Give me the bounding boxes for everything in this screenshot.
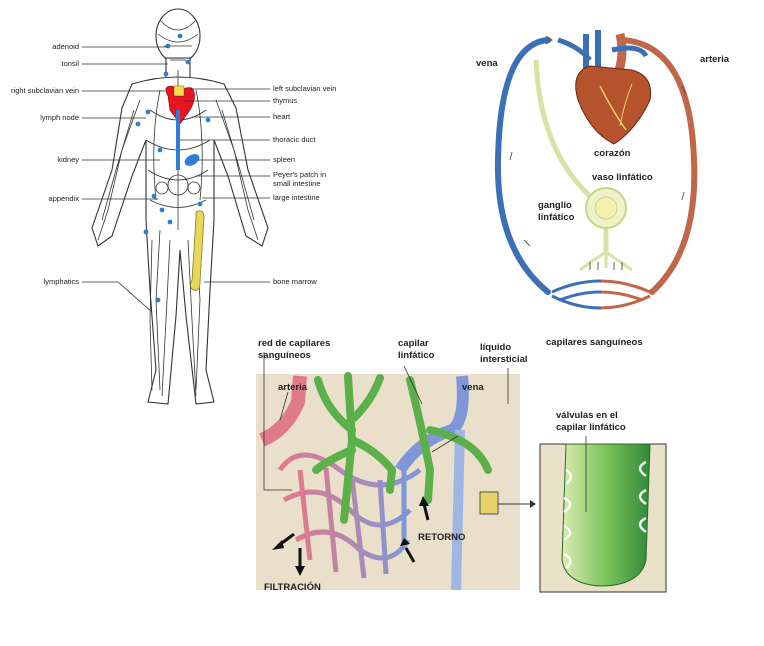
valve-flaps [563,460,647,569]
capillary-leader-lines [263,352,509,491]
label-filtracion: FILTRACIÓN [264,581,321,593]
lymph-vessel-network [97,19,259,397]
lymph-capillary-tree [312,372,492,524]
label-lymph-node: lymph node [40,113,79,122]
label-linfatico: linfático [538,212,575,223]
label-capilar-1: capilar [398,338,429,349]
bone-marrow [190,210,205,291]
absorption-arrows [589,262,623,270]
label-liquido-1: líquido [480,342,511,353]
inset-arrow [530,500,536,508]
label-large-intestine: large intestine [273,193,320,202]
thymus-organ [173,85,185,97]
capillary-bed [551,279,651,310]
vein-loop [494,37,551,295]
label-lymphatics: lymphatics [44,277,80,286]
body-leader-lines [82,46,270,313]
circulation-diagram: vena arteria corazón vaso linfático gang… [476,30,730,348]
body-labels-left: adenoid tonsil right subclavian vein lym… [11,42,79,286]
vein-vessel [395,375,469,474]
label-bone-marrow: bone marrow [273,277,317,286]
artery-vessel [259,375,307,447]
valve-inset: válvulas en el capilar linfático [539,410,667,593]
label-valvulas-2: capilar linfático [556,422,626,433]
label-thoracic-duct: thoracic duct [273,135,316,144]
arrow-heads [272,496,429,576]
label-peyers-patch: Peyer's patch in [273,170,326,179]
label-vaso-linfatico: vaso linfático [592,172,653,183]
lymph-capillaries [579,250,633,272]
label-heart: heart [273,112,291,121]
label-liquido-2: intersticial [480,354,528,365]
label-left-subclavian-vein: left subclavian vein [273,84,336,93]
thoracic-duct [176,110,180,170]
label-red-capilares-2: sanguíneos [258,350,311,361]
lymph-capillary-tube [561,443,651,587]
body-labels-right: left subclavian vein thymus heart thorac… [273,84,336,286]
vein-vessel-down [451,429,465,591]
lymph-nodes [135,33,211,303]
label-thymus: thymus [273,96,297,105]
label-right-subclavian-vein: right subclavian vein [11,86,79,95]
valve-inset-marker [479,491,499,515]
label-vena-capilar: vena [462,382,484,393]
label-arteria-capilar: arteria [278,382,308,393]
body-diagram: adenoid tonsil right subclavian vein lym… [11,8,336,405]
label-retorno: RETORNO [418,532,465,543]
filtration-arrows [277,503,430,568]
label-valvulas-1: válvulas en el [556,410,618,421]
blood-capillary-network [277,452,422,579]
label-vena: vena [476,58,498,69]
heart-illustration [557,30,652,145]
label-spleen: spleen [273,155,295,164]
label-kidney: kidney [57,155,79,164]
label-capilares-sanguineos: capilares sanguíneos [546,337,643,348]
label-red-capilares-1: red de capilares [258,338,330,349]
label-adenoid: adenoid [52,42,79,51]
artery-loop [619,37,698,295]
label-appendix: appendix [49,194,80,203]
label-small-intestine: small intestine [273,179,321,188]
label-arteria: arteria [700,54,730,65]
flow-arrows [509,35,687,247]
label-corazon: corazón [594,148,631,159]
spleen-organ [184,154,200,166]
capillary-diagram: red de capilares sanguíneos capilar linf… [256,338,536,593]
label-tonsil: tonsil [61,59,79,68]
label-capilar-2: linfático [398,350,435,361]
label-ganglio: ganglio [538,200,572,211]
lymph-node-core [594,196,618,220]
body-outline [91,8,269,405]
